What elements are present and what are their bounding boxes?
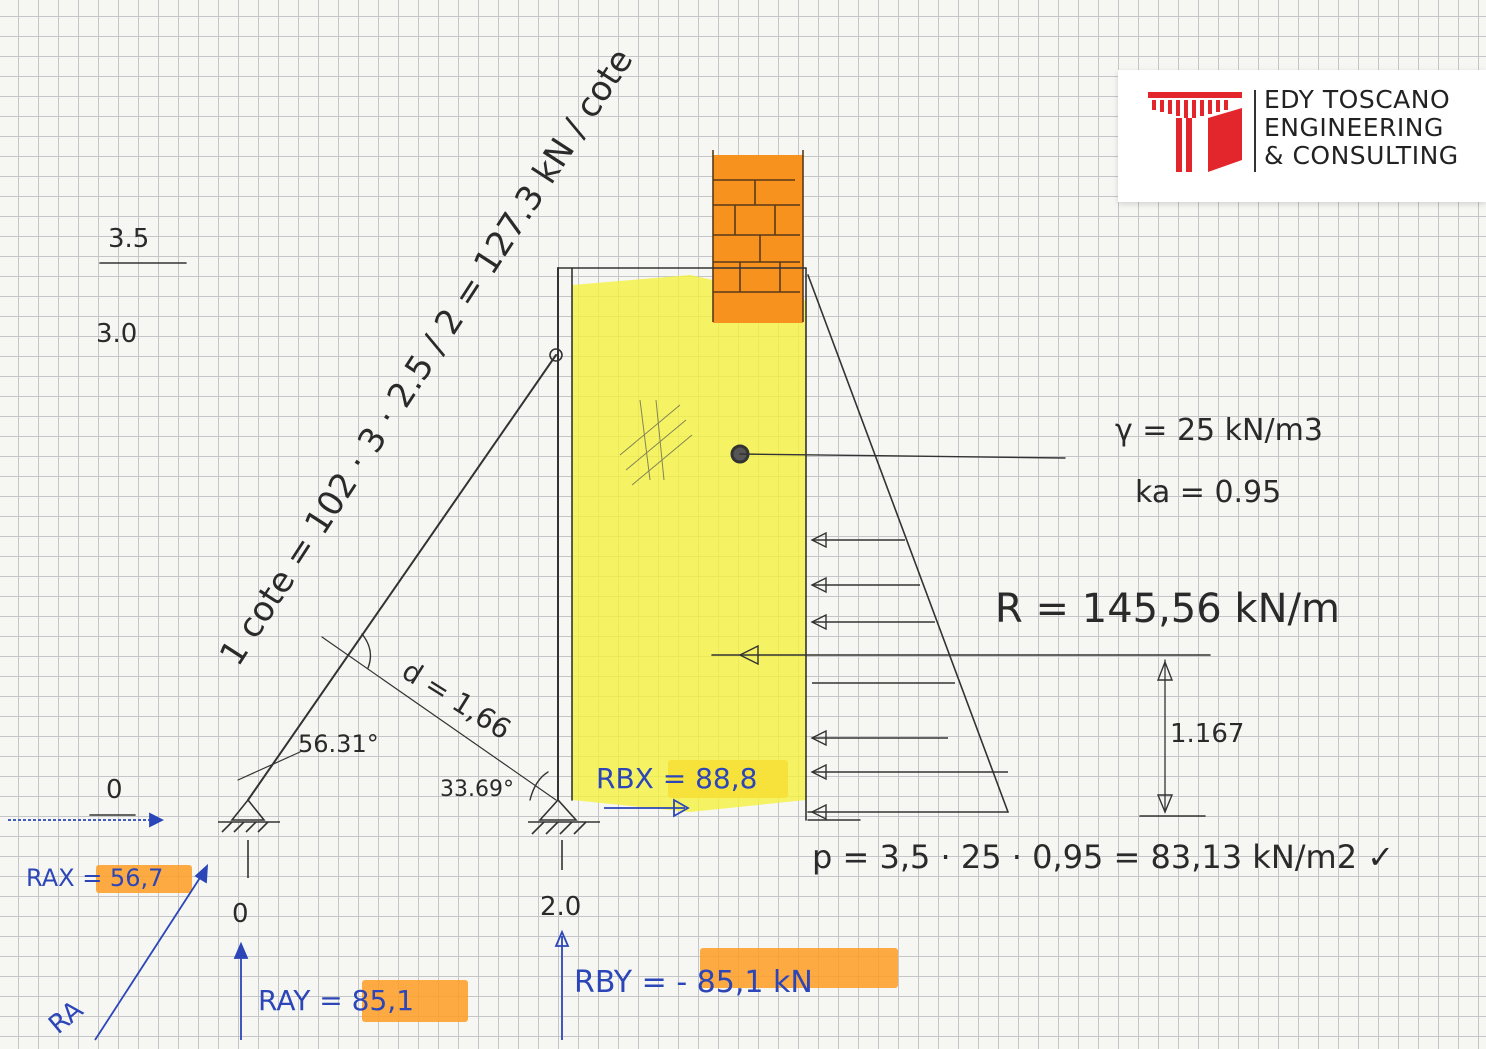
rby-highlight <box>700 948 898 988</box>
logo-line-2: ENGINEERING <box>1264 113 1444 142</box>
strut <box>247 354 557 801</box>
zero-bottom-label: 0 <box>232 899 249 929</box>
structure <box>89 262 1211 821</box>
fraction-bottom: 3.0 <box>96 319 137 349</box>
top-short-line <box>237 751 301 781</box>
hatching <box>619 399 693 486</box>
ray-highlight <box>362 980 468 1022</box>
gamma-label: γ = 25 kN/m3 <box>1115 413 1323 448</box>
pressure-diagonal <box>807 274 1009 813</box>
rax-highlight <box>96 865 192 893</box>
company-logo: EDY TOSCANO ENGINEERING & CONSULTING <box>1118 70 1486 202</box>
zero-top-label: 0 <box>106 775 123 805</box>
angle-arc-top <box>361 633 372 669</box>
supports <box>218 798 600 878</box>
wall-yellow-fill <box>572 275 806 812</box>
resultant-label: R = 145,56 kN/m <box>995 586 1340 632</box>
strut-top-hinge <box>549 348 563 362</box>
angle-bottom-label: 33.69° <box>440 777 514 802</box>
reaction-arrows <box>8 798 690 1041</box>
fraction-top: 3.5 <box>108 224 149 254</box>
support-b <box>538 798 578 821</box>
logo-mark-icon <box>1148 92 1242 172</box>
angle-arc-bottom <box>529 771 549 801</box>
rby-label: RBY = - 85,1 kN <box>574 965 813 1000</box>
ra-label: RA <box>43 995 89 1040</box>
two-label: 2.0 <box>540 892 581 922</box>
logo-line-1: EDY TOSCANO <box>1264 85 1451 114</box>
rax-label: RAX = 56,7 <box>26 864 163 892</box>
pressure-label: p = 3,5 · 25 · 0,95 = 83,13 kN/m2 ✓ <box>812 838 1394 876</box>
logo-divider <box>1254 90 1256 172</box>
distance-line <box>321 636 557 801</box>
ra-arrow <box>94 869 206 1041</box>
ray-label: RAY = 85,1 <box>258 984 414 1017</box>
logo-line-3: & CONSULTING <box>1264 141 1459 170</box>
distance-label: d = 1,66 <box>396 654 516 746</box>
cog-line <box>739 453 1066 459</box>
support-a <box>230 798 266 821</box>
logo-text: EDY TOSCANO ENGINEERING & CONSULTING <box>1264 86 1459 170</box>
lever-label: 1.167 <box>1170 719 1244 749</box>
rbx-label: RBX = 88,8 <box>596 762 757 795</box>
pressure-arrows <box>738 531 1174 821</box>
ka-label: ka = 0.95 <box>1135 475 1281 510</box>
brick-parapet <box>712 150 804 323</box>
angle-top-label: 56.31° <box>298 730 379 758</box>
